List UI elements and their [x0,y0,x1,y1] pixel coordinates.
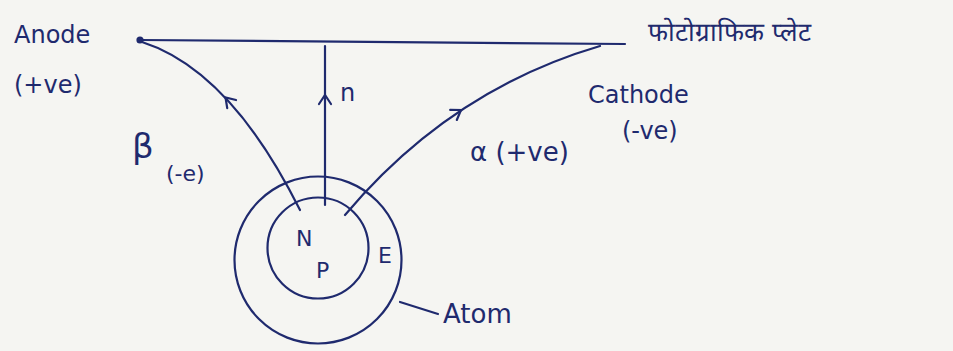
beta-ray [142,42,300,210]
node-text: N [296,228,312,250]
arrow-head [319,95,331,104]
neutron-ray [324,46,326,205]
circle-outline [266,196,370,300]
arrow-head [221,93,236,108]
arrow-head [450,105,464,120]
part-name: Atom [443,300,512,329]
atom-circle: E NP [233,175,403,345]
plate-label: फोटोग्राफिक प्लेट [648,18,811,47]
alpha-ray [345,46,600,215]
leader-line [400,302,438,314]
node-text: P [316,260,329,282]
nucleus-circle: NP [266,196,370,300]
ray-symbol: β [132,128,154,165]
node-text: E [378,245,392,267]
electrode-name: Anode [14,22,90,48]
charge-sign: (+ve) [14,72,82,98]
ray-label: α (+ve) [470,138,569,167]
electrode-name: Cathode [588,82,689,108]
ray-symbol: n [340,80,355,106]
charge-sign: (-ve) [622,118,678,144]
photographic-plate [140,40,625,44]
ray-charge: (-e) [166,162,205,186]
